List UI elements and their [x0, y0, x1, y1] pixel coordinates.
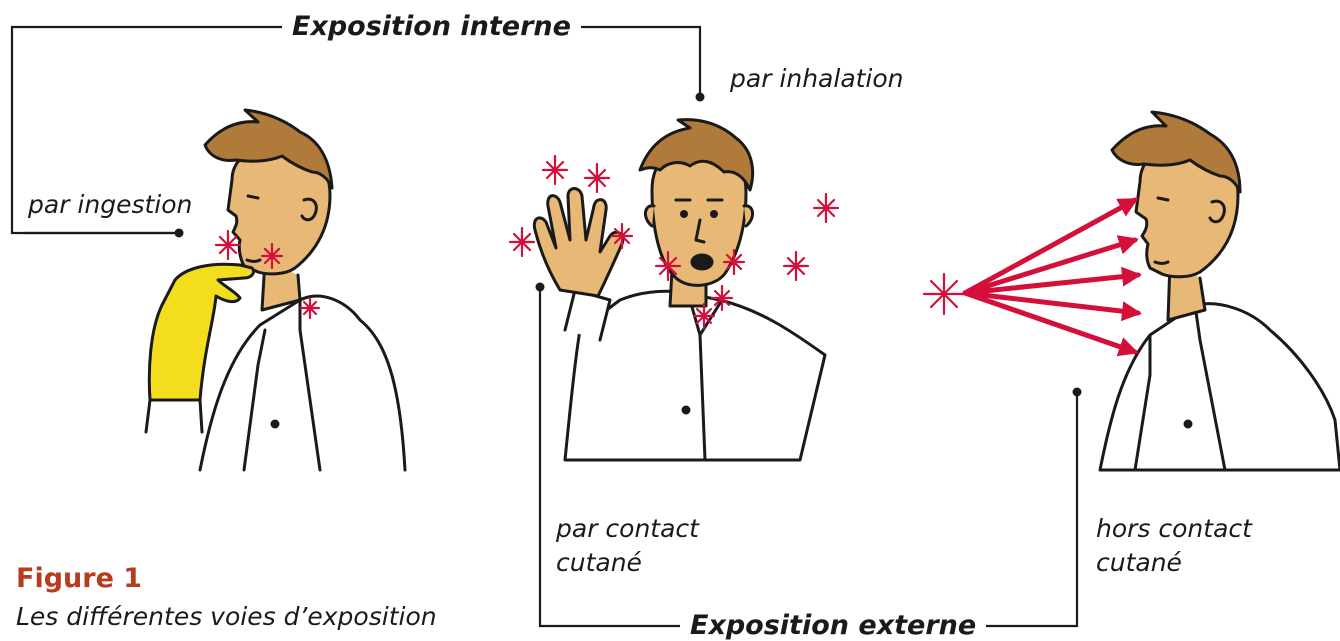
skin-contact-dot: [536, 283, 545, 292]
sparkle: [585, 164, 609, 192]
raised-hand: [534, 189, 623, 297]
inhalation-dot: [696, 93, 705, 102]
skin-contact-label-line2: cutané: [556, 546, 699, 580]
internal-exposure-label: Exposition interne: [282, 13, 581, 40]
no-contact-label: hors contact cutané: [1096, 512, 1252, 580]
person-contact-figure: [534, 120, 825, 460]
skin-contact-label: par contact cutané: [556, 512, 699, 580]
ingestion-dot: [175, 229, 184, 238]
ingestion-label: par ingestion: [28, 192, 192, 217]
inhalation-label: par inhalation: [730, 66, 904, 91]
radiation-source-sparkle: [924, 274, 964, 314]
sparkle: [301, 298, 319, 318]
figure-caption: Les différentes voies d’exposition: [16, 604, 437, 629]
no-contact-dot: [1073, 388, 1082, 397]
sparkle: [784, 252, 808, 280]
external-right-connector: [925, 392, 1077, 626]
sparkle: [814, 194, 838, 222]
no-contact-label-line1: hors contact: [1096, 512, 1252, 546]
sparkle: [543, 156, 567, 184]
radiation-arrows: [965, 200, 1138, 352]
sparkle: [510, 228, 534, 256]
figure-title: Figure 1: [16, 565, 142, 592]
lab-coat: [200, 296, 405, 470]
person-ingestion-figure: [146, 110, 405, 470]
no-contact-label-line2: cutané: [1096, 546, 1252, 580]
external-exposure-label: Exposition externe: [680, 612, 986, 639]
person-no-contact-figure: [1100, 112, 1340, 470]
skin-contact-label-line1: par contact: [556, 512, 699, 546]
